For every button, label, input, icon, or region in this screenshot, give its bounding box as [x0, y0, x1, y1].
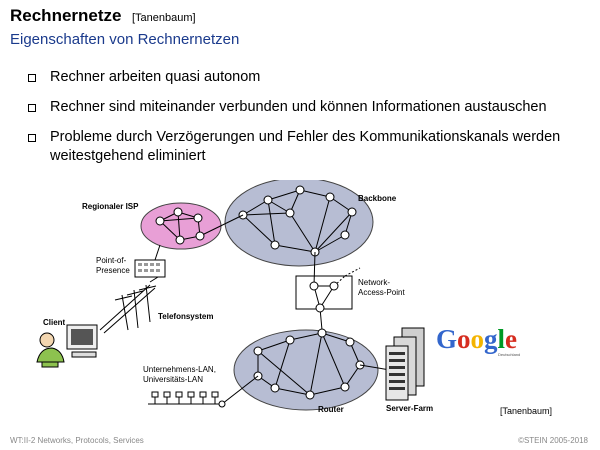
lan-cloud-nodes — [253, 328, 365, 400]
lan-hosts — [151, 391, 226, 408]
network-access-label-line1: Network- — [358, 278, 390, 287]
network-diagram: Backbone Regionaler ISP Point-of- Presen… — [36, 180, 552, 416]
bullet-list: Rechner arbeiten quasi autonom Rechner s… — [28, 68, 588, 177]
footer-left: WT:II-2 Networks, Protocols, Services — [10, 436, 144, 445]
title-row: Rechnernetze [Tanenbaum] — [10, 6, 196, 26]
backbone-label: Backbone — [358, 194, 397, 203]
server-farm-label: Server-Farm — [386, 404, 433, 413]
bullet-item: Probleme durch Verzögerungen und Fehler … — [28, 128, 588, 166]
client-label: Client — [43, 318, 66, 327]
lan-label-line2: Universitäts-LAN — [143, 375, 203, 384]
server-farm-link — [359, 364, 391, 371]
client-computer-icon — [66, 324, 98, 358]
backbone-nodes — [238, 185, 357, 257]
bullet-box-icon — [28, 134, 36, 142]
telephone-poles-icon — [99, 276, 159, 334]
bullet-text: Rechner sind miteinander verbunden und k… — [50, 99, 547, 115]
bullet-text: Rechner arbeiten quasi autonom — [50, 69, 261, 85]
bullet-item: Rechner arbeiten quasi autonom — [28, 68, 588, 87]
lan-label-line1: Unternehmens-LAN, — [143, 365, 216, 374]
pop-modem-bank — [134, 259, 166, 278]
google-sub-label: Deutschland — [498, 352, 520, 357]
server-farm-icon — [385, 327, 425, 401]
citation: [Tanenbaum] — [500, 406, 552, 416]
client-person-icon — [36, 332, 65, 368]
network-access-label-line2: Access-Point — [358, 288, 405, 297]
page-subtitle: Eigenschaften von Rechnernetzen — [10, 31, 240, 48]
bullet-text: Probleme durch Verzögerungen und Fehler … — [50, 129, 561, 164]
isp-nodes — [155, 207, 205, 245]
bullet-box-icon — [28, 74, 36, 82]
svg-text:Google: Google — [436, 324, 517, 354]
isp-to-pop-link — [154, 244, 161, 261]
lan-bus — [148, 375, 259, 405]
footer-right: ©STEIN 2005-2018 — [518, 436, 588, 445]
lan-cloud-links — [257, 332, 361, 396]
pop-label-line2: Presence — [96, 266, 130, 275]
network-access-point-box — [295, 275, 353, 310]
router-label: Router — [318, 405, 344, 414]
bullet-item: Rechner sind miteinander verbunden und k… — [28, 98, 588, 117]
title-reference: [Tanenbaum] — [131, 12, 196, 24]
pop-label-line1: Point-of- — [96, 256, 127, 265]
regional-isp-label: Regionaler ISP — [82, 202, 139, 211]
bullet-box-icon — [28, 104, 36, 112]
google-logo: Google Deutschland — [436, 324, 520, 357]
nap-nodes — [309, 281, 339, 313]
telefonsystem-label: Telefonsystem — [158, 312, 213, 321]
page-title: Rechnernetze — [10, 6, 122, 25]
